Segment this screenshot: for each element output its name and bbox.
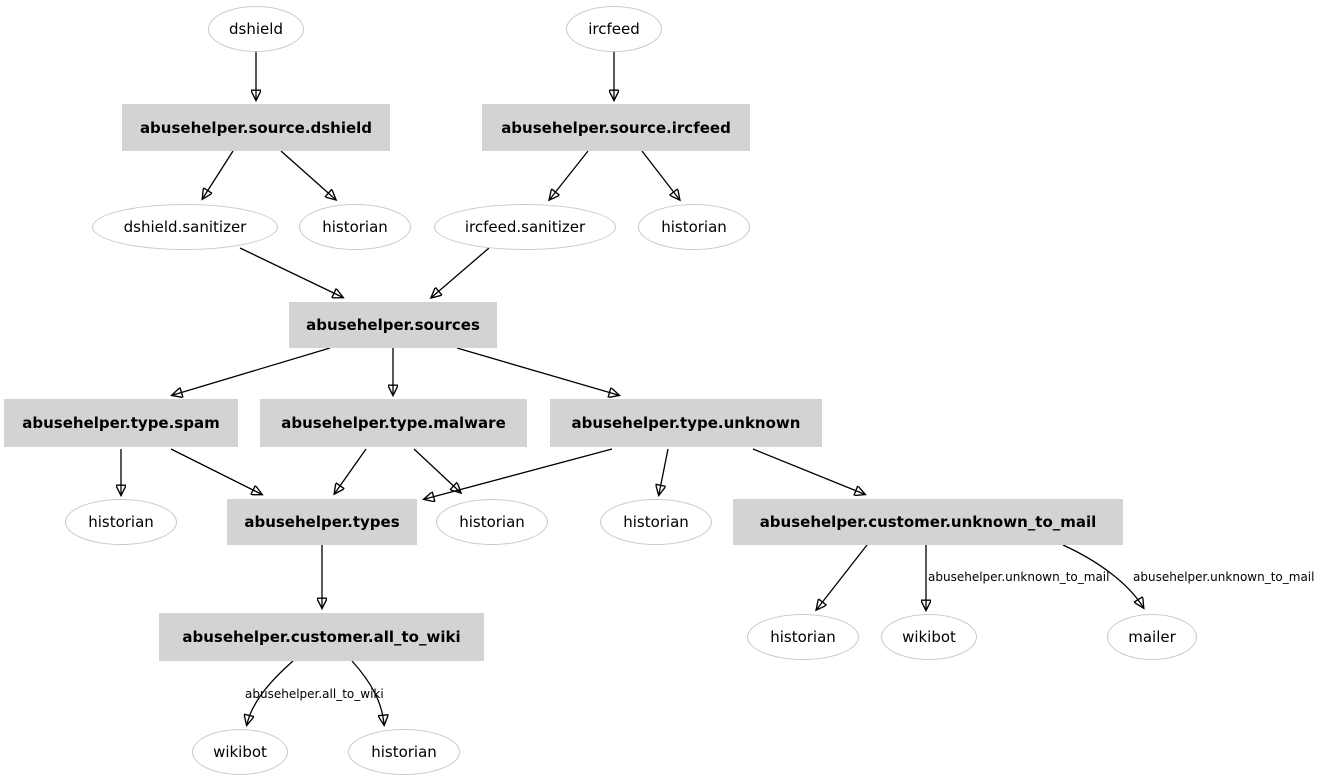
- node-abusehelper-types: abusehelper.types: [227, 499, 417, 545]
- node-historian-7: historian: [348, 729, 460, 775]
- node-dshield-sanitizer: dshield.sanitizer: [92, 204, 278, 250]
- node-abusehelper-type-spam: abusehelper.type.spam: [4, 399, 238, 447]
- node-abusehelper-sources: abusehelper.sources: [289, 302, 497, 348]
- edge-type-spam-to-types: [170, 448, 261, 494]
- node-historian-4: historian: [436, 499, 548, 545]
- node-historian-1: historian: [299, 204, 411, 250]
- edge-type-unknown-to-unknown-to-mail: [752, 448, 864, 494]
- edge-source-dshield-to-dshield-sanitizer: [203, 150, 234, 198]
- edge-source-ircfeed-to-historian-2: [641, 150, 679, 199]
- edge-unknown-to-mail-to-mailer: [1062, 544, 1143, 607]
- node-historian-5: historian: [600, 499, 712, 545]
- edge-type-unknown-to-historian-5: [659, 448, 669, 494]
- node-wikibot-1: wikibot: [881, 614, 977, 660]
- node-abusehelper-source-ircfeed: abusehelper.source.ircfeed: [482, 104, 750, 151]
- node-dshield: dshield: [208, 6, 304, 52]
- edge-type-unknown-to-types: [425, 448, 613, 499]
- edge-type-malware-to-historian-4: [413, 448, 460, 492]
- node-ircfeed: ircfeed: [566, 6, 662, 52]
- edge-all-to-wiki-to-historian-7: [351, 660, 384, 724]
- edge-type-malware-to-types: [335, 448, 367, 493]
- edge-sources-to-type-spam: [173, 347, 331, 395]
- node-abusehelper-source-dshield: abusehelper.source.dshield: [122, 104, 390, 151]
- edge-label-all-to-wiki-wikibot: abusehelper.all_to_wiki: [245, 687, 384, 701]
- node-abusehelper-customer-all-to-wiki: abusehelper.customer.all_to_wiki: [159, 613, 484, 661]
- edge-ircfeed-sanitizer-to-sources: [432, 247, 490, 297]
- edge-source-ircfeed-to-ircfeed-sanitizer: [550, 150, 589, 199]
- node-wikibot-2: wikibot: [192, 729, 288, 775]
- node-abusehelper-type-malware: abusehelper.type.malware: [260, 399, 527, 447]
- node-historian-6: historian: [747, 614, 859, 660]
- node-mailer: mailer: [1107, 614, 1197, 660]
- edge-label-unknown-to-mail-wikibot: abusehelper.unknown_to_mail: [928, 570, 1110, 584]
- edge-unknown-to-mail-to-historian-6: [817, 544, 868, 609]
- edge-sources-to-type-unknown: [456, 347, 618, 395]
- node-historian-2: historian: [638, 204, 750, 250]
- edge-all-to-wiki-to-wikibot-2: [247, 660, 294, 724]
- edge-label-unknown-to-mail-mailer: abusehelper.unknown_to_mail: [1133, 570, 1315, 584]
- node-abusehelper-type-unknown: abusehelper.type.unknown: [550, 399, 822, 447]
- node-abusehelper-customer-unknown-to-mail: abusehelper.customer.unknown_to_mail: [733, 499, 1123, 545]
- node-historian-3: historian: [65, 499, 177, 545]
- edge-dshield-sanitizer-to-sources: [239, 247, 342, 297]
- node-ircfeed-sanitizer: ircfeed.sanitizer: [434, 204, 616, 250]
- edge-source-dshield-to-historian-1: [280, 150, 335, 199]
